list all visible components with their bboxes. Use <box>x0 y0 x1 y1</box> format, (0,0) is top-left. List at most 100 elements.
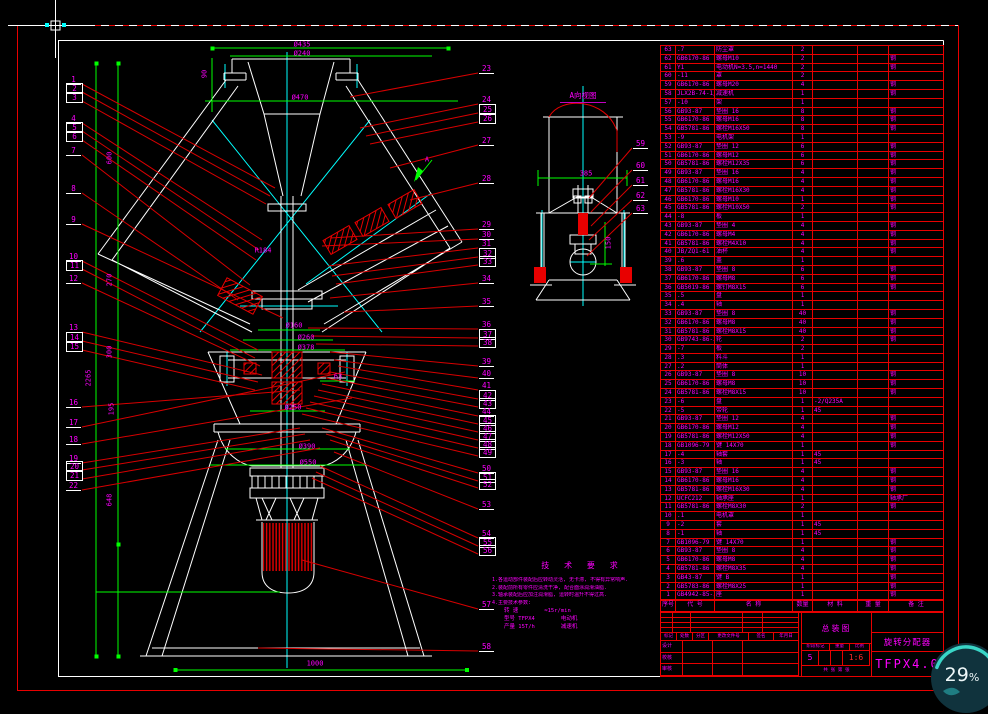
leader-12[interactable] <box>81 282 261 367</box>
balloon-46[interactable]: 46 <box>479 423 496 434</box>
leader-31[interactable] <box>327 247 479 267</box>
leader-50[interactable] <box>321 427 479 474</box>
main-view-geometry[interactable] <box>97 58 463 657</box>
sign-cell[interactable] <box>713 652 743 665</box>
dim-label-63[interactable]: 63 <box>333 372 343 381</box>
balloon-38[interactable]: 38 <box>479 337 496 348</box>
leader-43[interactable] <box>325 377 479 408</box>
balloon-54[interactable]: 54 <box>479 529 494 539</box>
balloon-9[interactable]: 9 <box>66 215 81 225</box>
dim-label-Ø378[interactable]: Ø378 <box>297 343 315 352</box>
balloon-62[interactable]: 62 <box>633 191 648 201</box>
balloon-19[interactable]: 19 <box>66 454 81 464</box>
leader-lines[interactable] <box>81 72 633 652</box>
balloon-49[interactable]: 49 <box>479 447 496 458</box>
dim-label-1000[interactable]: 1000 <box>306 659 324 668</box>
sign-cell[interactable] <box>713 664 743 676</box>
leader-15[interactable] <box>81 349 256 391</box>
leader-53[interactable] <box>333 451 479 510</box>
leader-33[interactable] <box>335 264 479 285</box>
leader-3[interactable] <box>81 100 267 205</box>
dim-label-Ø390[interactable]: Ø390 <box>298 442 316 451</box>
dim-label-R184[interactable]: R184 <box>254 246 272 255</box>
balloon-42[interactable]: 42 <box>479 390 496 401</box>
dim-label-Ø160[interactable]: Ø160 <box>285 321 303 330</box>
leader-47[interactable] <box>309 401 479 441</box>
dim-label-Ø470[interactable]: Ø470 <box>291 93 309 102</box>
dim-label-385[interactable]: 385 <box>579 169 593 178</box>
leader-41[interactable] <box>337 365 479 391</box>
leader-34[interactable] <box>329 282 479 299</box>
leader-30[interactable] <box>321 238 479 247</box>
zoom-percentage-badge[interactable]: 29% <box>931 643 988 713</box>
leader-28[interactable] <box>409 182 479 201</box>
leader-48[interactable] <box>305 407 479 449</box>
balloon-5[interactable]: 5 <box>66 122 83 133</box>
dim-label-Ø250[interactable]: Ø250 <box>284 403 302 412</box>
leader-52[interactable] <box>329 439 479 489</box>
balloon-28[interactable]: 28 <box>479 174 494 184</box>
balloon-23[interactable]: 23 <box>479 64 494 74</box>
leader-18[interactable] <box>81 397 353 445</box>
balloon-48[interactable]: 48 <box>479 439 496 450</box>
balloon-1[interactable]: 1 <box>66 75 81 85</box>
balloon-11[interactable]: 11 <box>66 260 83 271</box>
sign-cell[interactable] <box>683 652 713 665</box>
balloon-6[interactable]: 6 <box>66 131 83 142</box>
sign-cell[interactable] <box>743 664 799 676</box>
balloon-45[interactable]: 45 <box>479 415 496 426</box>
leader-8[interactable] <box>81 192 239 301</box>
leader-59[interactable] <box>588 147 633 199</box>
balloon-25[interactable]: 25 <box>479 104 496 115</box>
dim-label-A[interactable]: A <box>424 155 430 164</box>
leader-13[interactable] <box>81 331 263 376</box>
balloon-47[interactable]: 47 <box>479 431 496 442</box>
balloon-18[interactable]: 18 <box>66 435 81 445</box>
dim-label-270[interactable]: 270 <box>105 273 114 287</box>
dim-label-Ø435[interactable]: Ø435 <box>293 40 311 49</box>
leader-39[interactable] <box>329 351 479 367</box>
leader-27[interactable] <box>389 144 479 169</box>
leader-5[interactable] <box>81 130 260 251</box>
leader-58[interactable] <box>257 647 479 652</box>
balloon-16[interactable]: 16 <box>66 398 81 408</box>
balloon-7[interactable]: 7 <box>66 146 81 156</box>
leader-25[interactable] <box>365 112 479 137</box>
balloon-15[interactable]: 15 <box>66 341 83 352</box>
dim-label-648[interactable]: 648 <box>105 493 114 507</box>
